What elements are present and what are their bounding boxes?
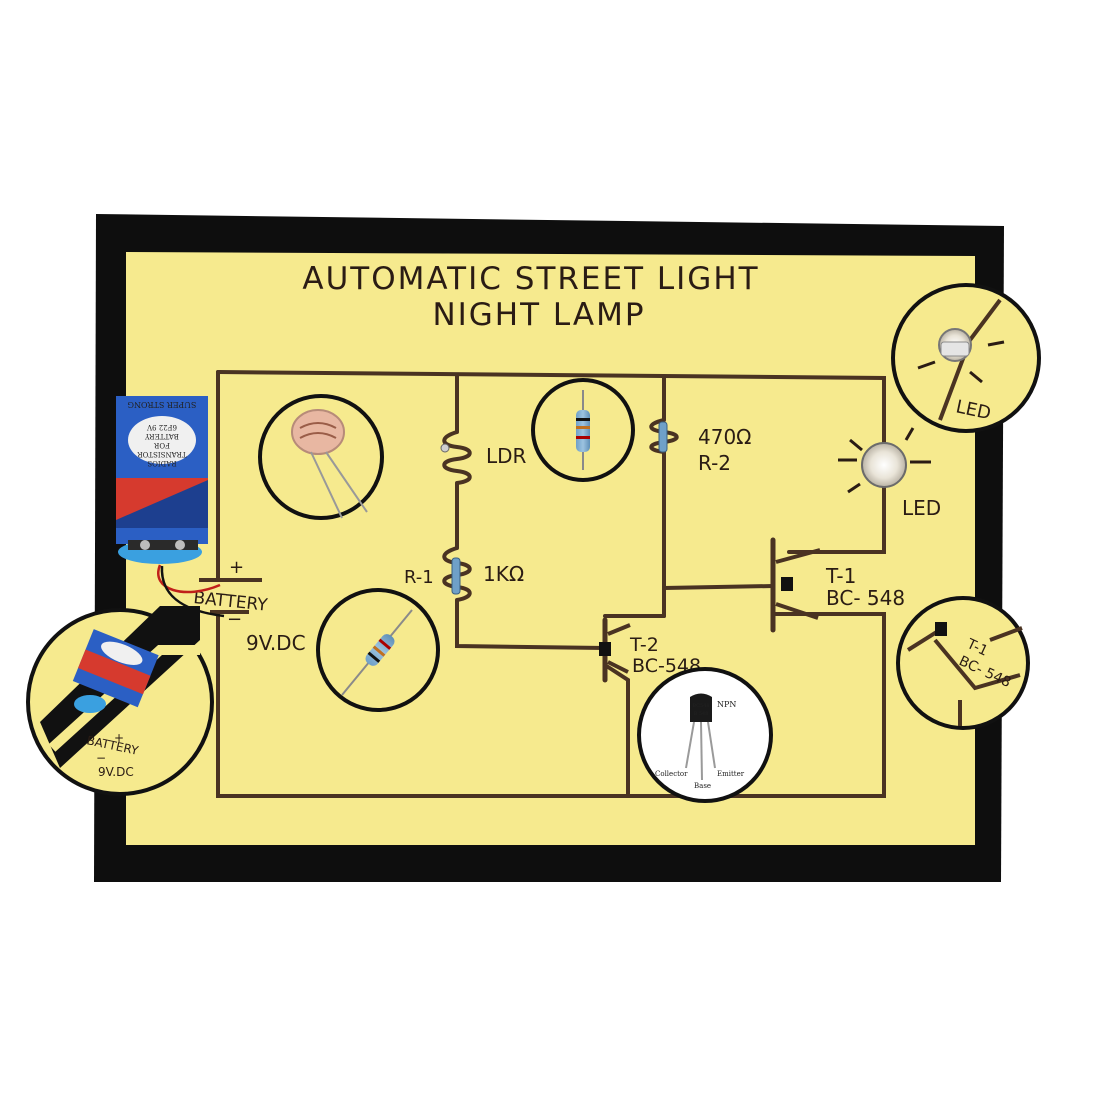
pinout-collector-label: Collector bbox=[655, 770, 688, 778]
pinout-emitter-label: Emitter bbox=[717, 770, 745, 778]
battery-print-l5: RADIOS bbox=[147, 459, 176, 467]
battery-print-l1: 6F22 9V bbox=[146, 423, 177, 431]
led-on-board bbox=[838, 427, 931, 494]
r1-value-label: 1KΩ bbox=[483, 562, 524, 586]
t1-label: T-1 bbox=[825, 564, 856, 588]
r2-value-label: 470Ω bbox=[698, 425, 751, 449]
resistor-zoom-callout-top bbox=[531, 378, 635, 482]
battery-zoom-voltage: 9V.DC bbox=[98, 765, 134, 779]
pinout-mid-label: B 548 bbox=[694, 711, 709, 717]
battery-print-l2: BATTERY bbox=[145, 432, 179, 440]
battery-9v: SUPER STRONG 6F22 9V BATTERY FOR TRANSIS… bbox=[116, 396, 225, 618]
board-title-line2: NIGHT LAMP bbox=[432, 297, 645, 333]
t1-zoom-callout: T-1 BC- 548 bbox=[896, 596, 1030, 730]
pinout-base-label: Base bbox=[694, 782, 711, 790]
resistor-zoom-callout-bottom bbox=[316, 588, 440, 712]
t1-symbol bbox=[775, 548, 821, 620]
battery-print-l3: FOR bbox=[153, 441, 170, 449]
battery-zoom-plus: + bbox=[114, 731, 124, 745]
battery-zoom-minus: − bbox=[96, 751, 106, 765]
board-title-line1: AUTOMATIC STREET LIGHT bbox=[302, 261, 759, 297]
led-label: LED bbox=[902, 496, 941, 520]
r1-label: R-1 bbox=[404, 567, 434, 588]
battery-voltage-label: 9V.DC bbox=[246, 631, 306, 655]
r2-label: R-2 bbox=[698, 451, 731, 475]
battery-minus: − bbox=[227, 609, 242, 630]
battery-brand: SUPER STRONG bbox=[128, 400, 197, 409]
circuit-wires bbox=[216, 370, 886, 798]
led-zoom-callout: LED bbox=[891, 283, 1041, 433]
transistor-pinout-zoom: BC548 B 548 NPN Collector Base Emitter bbox=[637, 667, 773, 803]
ldr-coil bbox=[440, 430, 472, 485]
t1-part-label: BC- 548 bbox=[826, 586, 905, 610]
board-labels: LDR 470Ω R-2 LED R-1 1KΩ T-1 BC- 548 T-2… bbox=[192, 425, 941, 677]
battery-plus: + bbox=[229, 557, 244, 578]
pinout-npn-label: NPN bbox=[717, 700, 736, 709]
t2-label: T-2 bbox=[629, 634, 659, 656]
ldr-label: LDR bbox=[486, 444, 527, 468]
t2-symbol bbox=[599, 623, 631, 674]
battery-zoom-callout: + BATTERY − 9V.DC bbox=[26, 606, 214, 796]
ldr-zoom-callout bbox=[258, 394, 384, 520]
pinout-top-label: BC548 bbox=[692, 703, 709, 709]
battery-print-l4: TRANSISTOR bbox=[137, 450, 187, 458]
battery-symbol bbox=[199, 578, 262, 614]
r2-coil bbox=[649, 418, 679, 454]
r1-coil bbox=[442, 546, 472, 602]
